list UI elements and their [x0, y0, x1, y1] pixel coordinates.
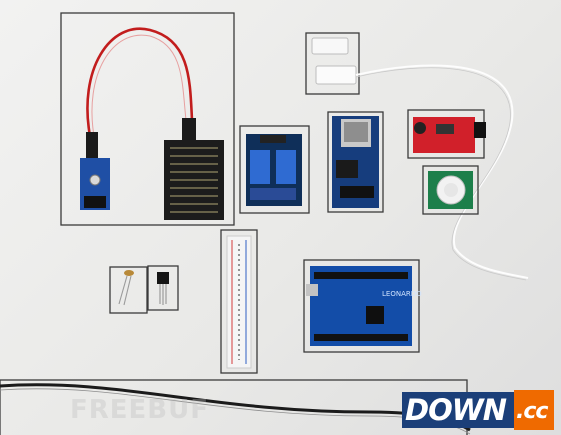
arduino-board-label: LEONARDO [382, 290, 422, 298]
faint-watermark-text: FREEBUF [70, 395, 209, 425]
door-sensor [305, 32, 529, 281]
breadboard [220, 229, 258, 374]
arduino-board: LEONARDO [303, 259, 422, 353]
temperature-sensor [147, 265, 179, 311]
sound-sensor [407, 109, 486, 159]
photoresistor [109, 266, 148, 314]
ethernet-module [327, 111, 384, 213]
logo-tld-text: .cc [516, 399, 548, 424]
rain-sensor-group [60, 12, 235, 226]
down-cc-logo: DOWN .cc [402, 390, 554, 430]
pir-sensor [422, 165, 479, 215]
logo-dark-panel [402, 392, 514, 428]
logo-orange-panel [514, 390, 554, 430]
logo-main-text: DOWN [405, 393, 507, 427]
relay-module [239, 125, 310, 214]
